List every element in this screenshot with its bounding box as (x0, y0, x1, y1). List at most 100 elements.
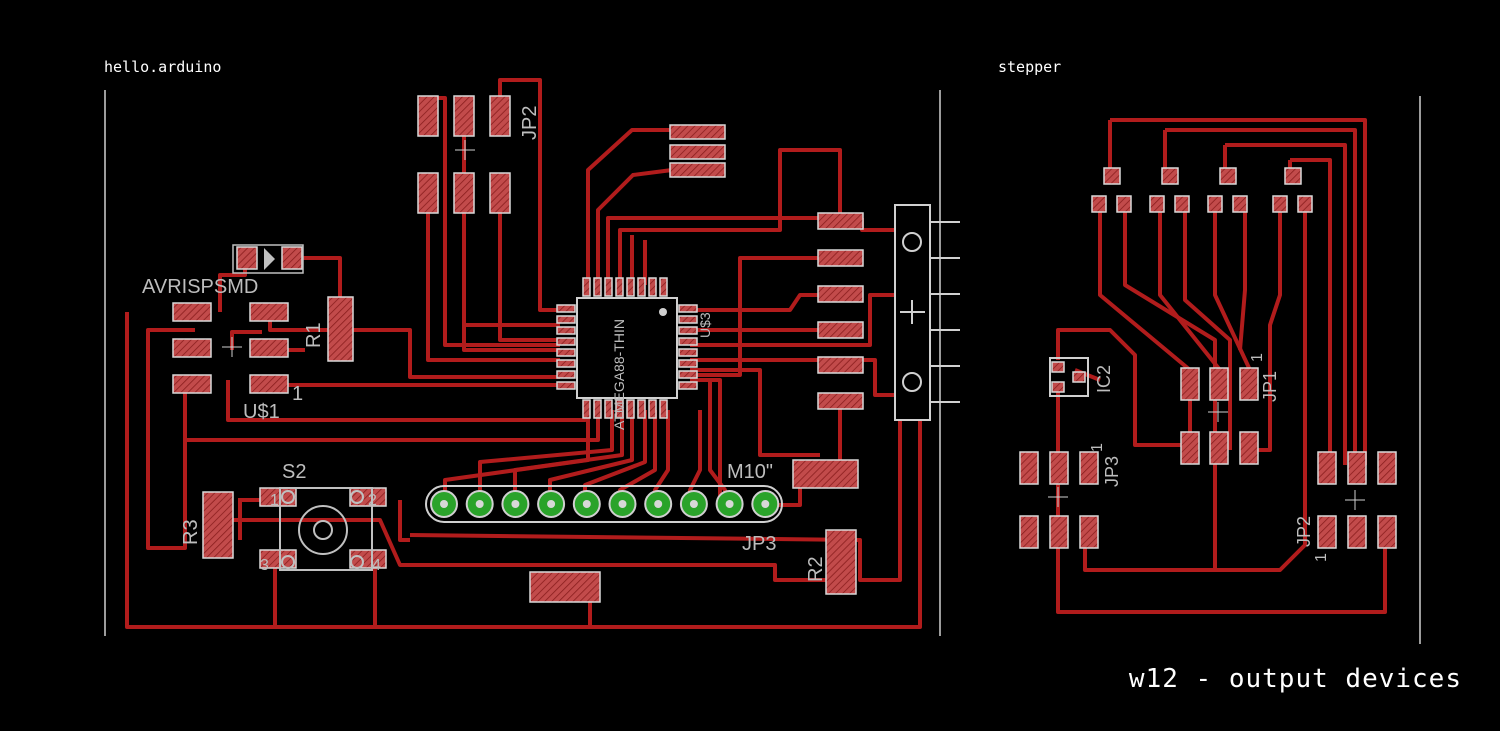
chip-pin (678, 315, 698, 324)
chip-pin (659, 277, 668, 297)
chip-pin (678, 359, 698, 368)
label-jp2-pin: 1 (1313, 553, 1330, 562)
pad (1019, 515, 1039, 549)
chip-pin (678, 326, 698, 335)
pad (1079, 451, 1099, 485)
label-m10: M10" (727, 461, 773, 483)
header-pin-hole (761, 500, 770, 508)
chip-pin (615, 399, 624, 419)
pad (817, 212, 864, 230)
pad (1051, 361, 1065, 373)
chip-pin (626, 277, 635, 297)
pad (1347, 515, 1367, 549)
pad (1049, 451, 1069, 485)
pad (817, 356, 864, 374)
chip-pin (637, 399, 646, 419)
pad (249, 374, 289, 394)
chip-pin (678, 381, 698, 390)
pad (529, 571, 601, 603)
header-pin-hole (654, 500, 663, 508)
pad (825, 529, 857, 595)
pad (669, 124, 726, 140)
board-outlines (104, 90, 1421, 644)
traces-stepper (1056, 118, 1387, 614)
chip-pin (678, 348, 698, 357)
pad (202, 491, 234, 559)
atmega-chip (576, 297, 678, 399)
label-usdollar1: U$1 (243, 401, 280, 423)
pad (417, 172, 439, 214)
pad (1072, 371, 1086, 383)
label-s2-p1: 1 (270, 492, 279, 509)
chip-pin (556, 359, 576, 368)
chip-pin (582, 399, 591, 419)
chip-pin (582, 277, 591, 297)
chip-pin (659, 399, 668, 419)
pad (1209, 431, 1229, 465)
chip-pin (556, 337, 576, 346)
pad (489, 95, 511, 137)
pad (236, 246, 258, 270)
chip-pin (637, 277, 646, 297)
pad (1019, 451, 1039, 485)
traces-hello-arduino (125, 78, 922, 629)
ftdi-header (425, 485, 783, 523)
label-u3: U$3 (697, 312, 713, 338)
pad (249, 302, 289, 322)
pad (1317, 515, 1337, 549)
pad (1209, 367, 1229, 401)
label-s2-p4: 4 (372, 557, 381, 574)
pad (1051, 381, 1065, 393)
chip-pin (556, 381, 576, 390)
pad (1284, 167, 1302, 185)
pad (1180, 431, 1200, 465)
label-avrispsmd: AVRISPSMD (142, 276, 258, 298)
origin-markers (222, 140, 1365, 510)
header-pin-hole (618, 500, 627, 508)
label-jp2: JP2 (519, 106, 541, 140)
header-pin-hole (440, 500, 448, 508)
header-pin-hole (475, 500, 484, 508)
header-pin-hole (689, 500, 698, 508)
chip-pin (615, 277, 624, 297)
label-jp3-stepper: JP3 (1102, 456, 1122, 487)
pad (669, 144, 726, 160)
switch-s2 (279, 487, 373, 571)
pad (453, 172, 475, 214)
atmega-pins (556, 277, 698, 419)
silkscreen-labels: AVRISPSMD R1 U$1 1 S2 R3 JP2 ATMEGA88-TH… (142, 106, 1330, 582)
pad (1219, 167, 1237, 185)
pad (172, 302, 212, 322)
chip-pin (626, 399, 635, 419)
pad (1174, 195, 1190, 213)
label-pin-one: 1 (292, 383, 303, 405)
pad (1347, 451, 1367, 485)
pad (1297, 195, 1313, 213)
pad (1232, 195, 1248, 213)
pad (172, 338, 212, 358)
chip-pin (593, 277, 602, 297)
power-connector (894, 204, 960, 421)
pad (259, 549, 297, 569)
label-r3: R3 (180, 519, 202, 545)
chip-pin (678, 337, 698, 346)
led-component (232, 244, 304, 274)
pad (453, 95, 475, 137)
smd-pads (172, 95, 1397, 603)
chip-pin (593, 399, 602, 419)
pad (1180, 367, 1200, 401)
pad (817, 285, 864, 303)
pad (792, 459, 859, 489)
label-jp2-stepper: JP2 (1294, 516, 1314, 547)
pad (1091, 195, 1107, 213)
label-s2: S2 (282, 461, 306, 483)
pad (1317, 451, 1337, 485)
label-s2-p2: 2 (368, 492, 377, 509)
pad (1207, 195, 1223, 213)
label-r1: R1 (303, 322, 325, 348)
header-pin-hole (725, 500, 734, 508)
chip-pin (556, 348, 576, 357)
chip-pin (604, 399, 613, 419)
chip-pin (556, 304, 576, 313)
pad (281, 246, 303, 270)
